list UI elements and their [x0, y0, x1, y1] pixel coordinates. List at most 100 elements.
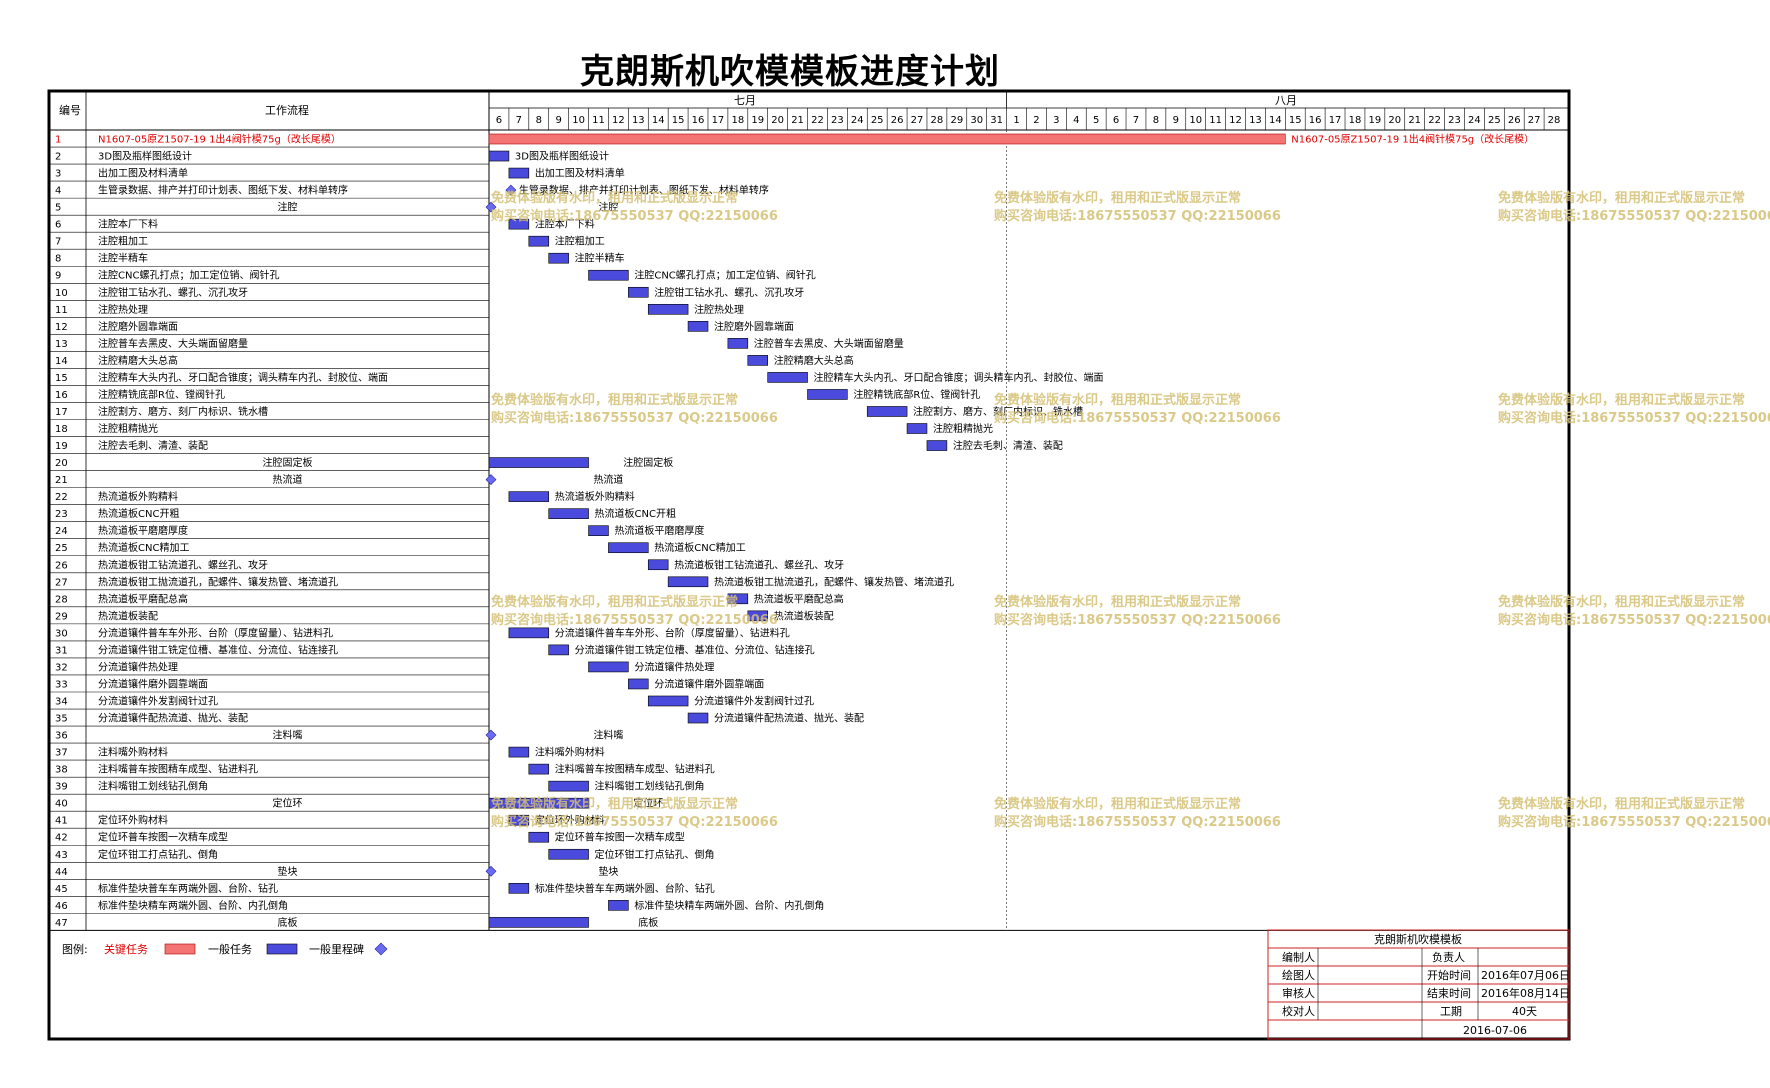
row-id: 38	[55, 765, 68, 776]
task-bar	[667, 576, 709, 588]
legend-label: 图例:	[62, 942, 88, 956]
bar-label: 热流道板CNC精加工	[654, 541, 745, 554]
day-label: 22	[1428, 115, 1441, 126]
bar-label: 分流道镶件配热流道、抛光、装配	[714, 712, 864, 725]
task-bar	[727, 338, 749, 349]
row-id: 37	[55, 748, 68, 759]
row-id: 42	[55, 833, 68, 844]
day-label: 4	[1073, 115, 1079, 126]
watermark-line2: 购买咨询电话:18675550537 QQ:22150066	[1498, 410, 1770, 426]
day-label: 20	[771, 115, 784, 126]
task-bar	[548, 644, 569, 656]
day-label: 7	[516, 115, 522, 126]
row-task-name: 定位环	[273, 797, 303, 810]
watermark-line2: 购买咨询电话:18675550537 QQ:22150066	[1498, 208, 1770, 224]
day-label: 15	[1289, 115, 1302, 126]
row-id: 19	[55, 441, 68, 452]
day-label: 25	[1488, 115, 1501, 126]
row-task-name: 注料嘴外购材料	[98, 746, 168, 759]
row-task-name: 热流道板平磨磨厚度	[98, 524, 188, 537]
watermark-line2: 购买咨询电话:18675550537 QQ:22150066	[994, 814, 1281, 830]
bar-label: 垫块	[598, 865, 618, 878]
row-id: 21	[55, 475, 68, 486]
day-label: 12	[612, 115, 625, 126]
row-task-name: 注腔固定板	[263, 456, 313, 469]
row-task-name: 注腔精车大头内孔、牙口配合锥度；调头精车内孔、封胶位、端面	[98, 371, 388, 384]
bar-label: 注腔	[598, 201, 618, 214]
watermark-line1: 免费体验版有水印，租用和正式版显示正常	[1498, 796, 1745, 812]
watermark-line1: 免费体验版有水印，租用和正式版显示正常	[491, 190, 738, 206]
info-duration: 40天	[1512, 1005, 1537, 1018]
watermark-line1: 免费体验版有水印，租用和正式版显示正常	[994, 392, 1241, 408]
legend-normal-label: 一般任务	[208, 943, 252, 956]
bar-label: 热流道板钳工抛流道孔，配螺件、镶发热管、堵流道孔	[714, 575, 954, 588]
header-no: 编号	[59, 103, 81, 117]
row-id: 27	[55, 577, 68, 588]
bar-label: 定位环钳工打点钻孔、倒角	[595, 848, 715, 861]
bar-label: 定位环	[633, 797, 663, 810]
row-id: 22	[55, 492, 68, 503]
task-bar	[767, 372, 808, 383]
day-label: 9	[1173, 115, 1179, 126]
task-bar	[647, 559, 669, 571]
task-bar	[508, 167, 530, 179]
bar-label: 注腔热处理	[694, 303, 744, 316]
row-id: 36	[55, 731, 68, 742]
bar-label: 定位环普车按图一次精车成型	[555, 831, 685, 844]
row-id: 46	[55, 901, 68, 912]
row-task-name: 注料嘴	[273, 729, 303, 742]
task-bar	[727, 593, 749, 605]
info-start-label: 开始时间	[1427, 968, 1471, 982]
day-label: 27	[911, 115, 924, 126]
task-bar	[608, 900, 629, 911]
day-label: 20	[1388, 115, 1401, 126]
watermark-line2: 购买咨询电话:18675550537 QQ:22150066	[994, 410, 1281, 426]
row-task-name: 热流道板钳工钻流道孔、螺丝孔、攻牙	[98, 558, 268, 571]
bar-label: 注料嘴	[593, 729, 623, 742]
day-label: 23	[1448, 115, 1461, 126]
bar-label: 热流道板钳工钻流道孔、螺丝孔、攻牙	[674, 558, 844, 571]
info-reviewer: 审核人	[1282, 986, 1315, 1000]
watermark-line1: 免费体验版有水印，租用和正式版显示正常	[994, 796, 1241, 812]
row-id: 32	[55, 662, 68, 673]
task-bar	[488, 457, 589, 468]
row-id: 2	[55, 152, 61, 163]
row-id: 5	[55, 203, 61, 214]
day-label: 15	[672, 115, 685, 126]
day-label: 31	[990, 115, 1003, 126]
day-label: 21	[791, 115, 804, 126]
task-bar	[528, 763, 550, 775]
row-id: 11	[55, 305, 68, 316]
day-label: 22	[811, 115, 824, 126]
watermark-line2: 购买咨询电话:18675550537 QQ:22150066	[994, 208, 1281, 224]
watermark-line2: 购买咨询电话:18675550537 QQ:22150066	[1498, 612, 1770, 628]
info-compiler: 编制人	[1282, 950, 1315, 964]
day-label: 12	[1229, 115, 1242, 126]
row-task-name: 垫块	[278, 865, 298, 878]
row-task-name: 底板	[278, 916, 298, 929]
row-id: 14	[55, 356, 68, 367]
row-id: 10	[55, 288, 68, 299]
bar-label: 注料嘴外购材料	[535, 746, 605, 759]
critical-task-bar	[488, 133, 1286, 145]
task-bar	[508, 491, 550, 502]
row-task-name: 注腔CNC螺孔打点；加工定位销、阀针孔	[98, 269, 279, 282]
row-task-name: 注腔普车去黑皮、大头端面留磨量	[98, 337, 248, 350]
watermark-line1: 免费体验版有水印，租用和正式版显示正常	[994, 594, 1241, 610]
bar-label: 分流道镶件钳工铣定位槽、基准位、分流位、钻连接孔	[575, 643, 815, 656]
bar-label: 3D图及瓶样图纸设计	[515, 150, 609, 163]
day-label: 14	[652, 115, 665, 126]
day-label: 25	[871, 115, 884, 126]
day-label: 17	[1329, 115, 1342, 126]
legend-milestone-label: 一般里程碑	[309, 943, 364, 956]
watermark-line1: 免费体验版有水印，租用和正式版显示正常	[1498, 594, 1745, 610]
